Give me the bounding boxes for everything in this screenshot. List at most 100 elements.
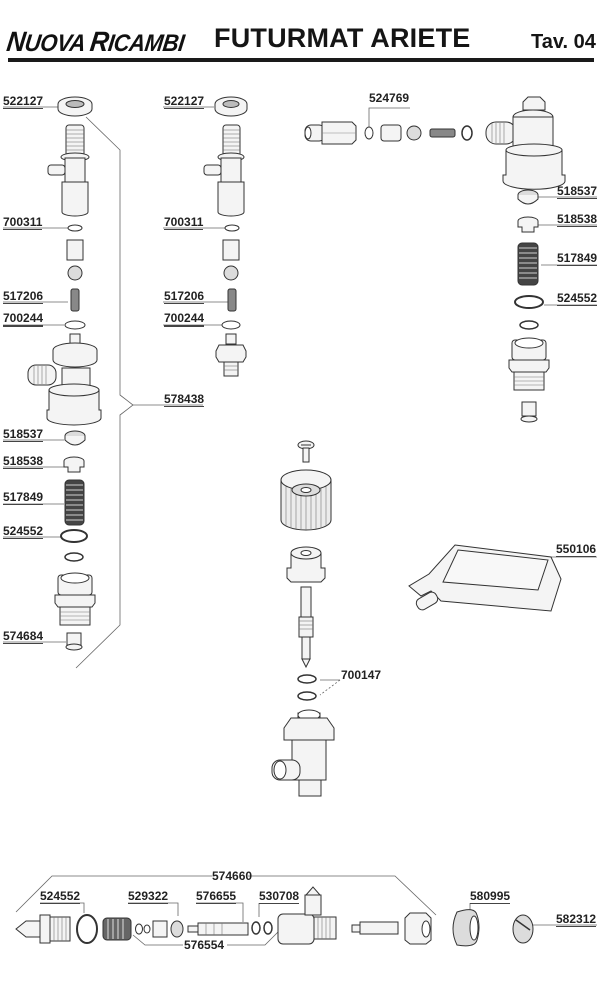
ball-icon <box>223 265 239 281</box>
part-label-700244-mid: 700244 <box>164 311 205 327</box>
washer-icon <box>67 224 83 232</box>
leader-576655 <box>196 902 244 922</box>
hex-fitting-icon <box>304 121 357 145</box>
washer-icon <box>224 224 240 232</box>
hex-nut-icon <box>57 96 93 117</box>
seat-icon <box>63 456 85 473</box>
part-label-700311-left: 700311 <box>3 215 43 230</box>
middle-column-parts <box>203 96 248 377</box>
threaded-union-icon <box>54 572 96 626</box>
part-label-517849-left: 517849 <box>3 490 44 505</box>
spring-icon <box>102 917 132 941</box>
part-label-522127-left: 522127 <box>3 94 44 109</box>
washer-icon <box>519 320 539 330</box>
cap-icon <box>64 430 86 446</box>
sleeve-icon <box>222 239 240 261</box>
ball-icon <box>67 265 83 281</box>
gasket-icon <box>514 295 544 309</box>
cone-icon <box>452 909 480 947</box>
valve-body-icon <box>485 96 566 190</box>
seat-icon <box>517 216 539 233</box>
part-label-518537-left: 518537 <box>3 427 44 442</box>
part-label-524552-right: 524552 <box>557 291 598 306</box>
part-label-576554: 576554 <box>184 938 225 952</box>
spring-icon <box>429 128 456 138</box>
ball-icon <box>406 125 422 141</box>
valve-cap-icon <box>170 920 184 938</box>
header-rule <box>8 58 594 62</box>
hex-nut-icon <box>214 96 248 117</box>
pin-icon <box>351 921 399 935</box>
nut-icon <box>404 912 432 945</box>
part-label-700244-left: 700244 <box>3 311 44 327</box>
washer-icon <box>64 552 84 562</box>
jet-icon <box>65 632 83 651</box>
leader-529322 <box>128 902 179 916</box>
tap-body-icon <box>271 709 335 797</box>
leader-700147-b <box>319 679 341 696</box>
top-right-parts <box>304 96 566 423</box>
washer-icon <box>143 924 151 934</box>
screw-icon <box>297 440 315 463</box>
leader-576554-left <box>132 934 183 946</box>
o-ring-icon <box>263 921 273 935</box>
part-label-524769: 524769 <box>369 91 410 105</box>
part-label-517206-mid: 517206 <box>164 289 205 304</box>
washer-icon <box>221 320 241 330</box>
part-label-576655: 576655 <box>196 889 237 904</box>
washer-icon <box>64 320 86 330</box>
leader-576554-right <box>227 931 279 946</box>
part-label-518537-right: 518537 <box>557 184 598 199</box>
sleeve-icon <box>66 239 84 261</box>
valve-cap-body-icon <box>152 920 168 938</box>
part-label-517206-left: 517206 <box>3 289 44 304</box>
tee-body-icon <box>203 124 245 217</box>
leader-574660-right <box>248 875 437 916</box>
knurled-knob-icon <box>280 469 332 531</box>
drip-tray-icon <box>408 544 562 612</box>
spring-icon <box>517 242 539 286</box>
cap-icon <box>517 189 539 205</box>
part-label-578438: 578438 <box>164 392 205 407</box>
page-title: FUTURMAT ARIETE <box>214 23 471 53</box>
knob-icon <box>512 914 534 944</box>
part-label-522127-mid: 522127 <box>164 94 205 109</box>
part-label-524552-bottom: 524552 <box>40 889 81 904</box>
washer-icon <box>364 126 374 140</box>
valve-body-icon <box>27 333 102 426</box>
tee-valve-body-icon <box>277 886 337 945</box>
threaded-union-icon <box>508 337 550 391</box>
washer-icon <box>135 923 143 935</box>
table-number: Tav. 04 <box>531 31 596 53</box>
leader-574660-left <box>15 875 212 913</box>
o-ring-icon <box>297 674 317 684</box>
valve-stem-icon <box>298 586 314 669</box>
spring-icon <box>70 288 80 312</box>
sleeve-icon <box>380 124 402 142</box>
gland-nut-icon <box>286 546 326 583</box>
part-label-517849-right: 517849 <box>557 251 598 266</box>
o-ring-icon <box>251 921 261 935</box>
spring-icon <box>227 288 237 312</box>
bottom-parts <box>15 886 534 947</box>
part-label-574660: 574660 <box>212 869 253 883</box>
leader-524769 <box>368 107 410 128</box>
gasket-icon <box>76 914 98 944</box>
nozzle-icon <box>215 333 247 377</box>
center-parts <box>271 440 335 797</box>
page-header: NUOVA RICAMBI FUTURMAT ARIETE Tav. 04 <box>0 0 600 70</box>
part-label-574684: 574684 <box>3 629 44 644</box>
washer-icon <box>461 125 473 141</box>
fitting-icon <box>15 914 71 944</box>
part-label-550106: 550106 <box>556 542 597 557</box>
stem-icon <box>187 922 249 936</box>
gasket-icon <box>60 529 88 543</box>
part-label-518538-right: 518538 <box>557 212 598 227</box>
spring-icon <box>64 479 85 526</box>
part-label-700311-mid: 700311 <box>164 215 204 230</box>
tee-body-icon <box>47 124 90 217</box>
part-label-529322: 529322 <box>128 889 169 904</box>
part-label-530708: 530708 <box>259 889 300 904</box>
left-column-parts <box>27 96 102 651</box>
